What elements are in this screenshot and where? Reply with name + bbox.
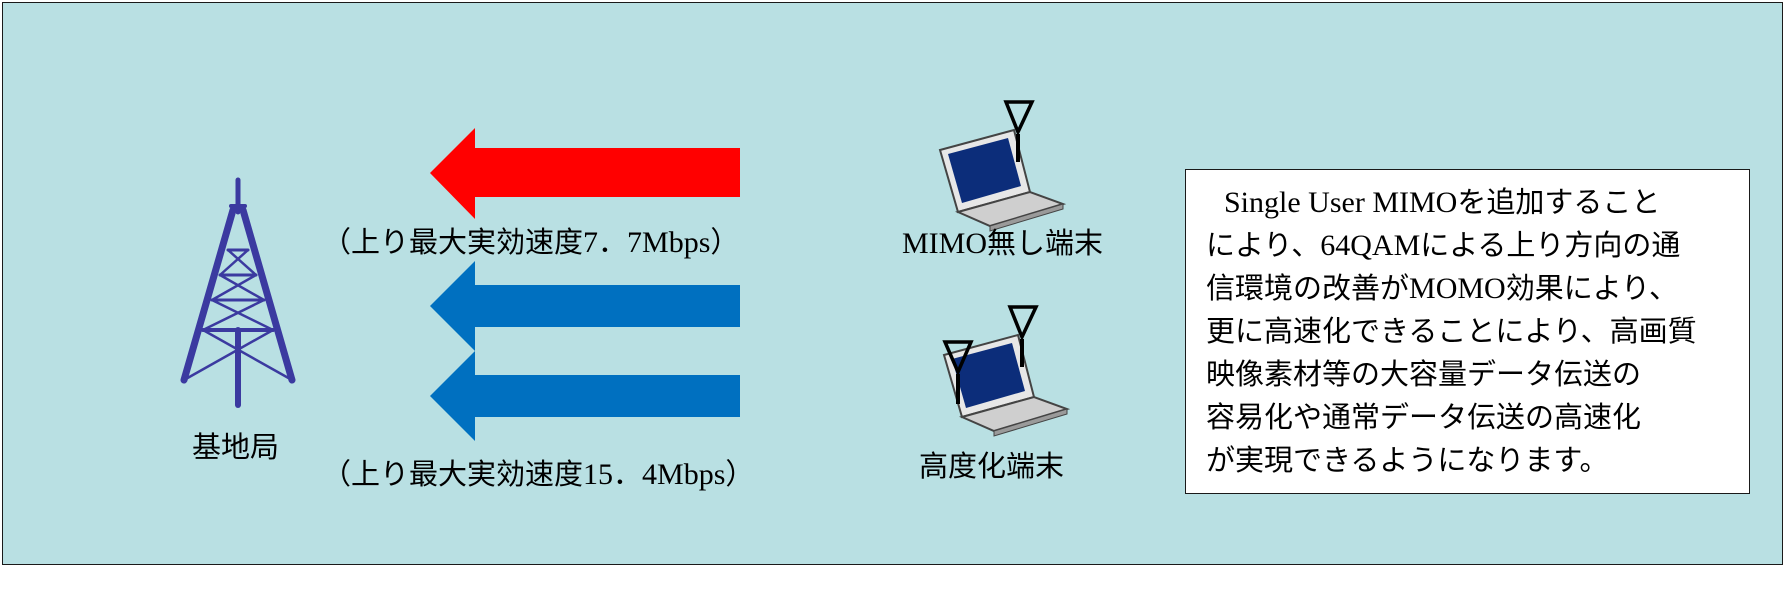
base-station-tower-icon <box>180 177 296 408</box>
note-line-6: 容易化や通常データ伝送の高速化 <box>1206 400 1642 434</box>
note-line-2: により、64QAMによる上り方向の通 <box>1206 228 1681 262</box>
note-line-3: 信環境の改善がMOMO効果により、 <box>1206 271 1678 305</box>
terminal-label-without-mimo: MIMO無し端末 <box>902 226 1104 260</box>
note-line-4: 更に高速化できることにより、高画質 <box>1206 314 1697 348</box>
advanced-laptop-terminal-icon <box>942 305 1071 437</box>
terminal-label-with-mimo: 高度化端末 <box>919 449 1065 483</box>
uplink-arrow-without-mimo <box>430 128 740 219</box>
uplink-arrow-mimo-2 <box>430 351 740 441</box>
note-line-5: 映像素材等の大容量データ伝送の <box>1206 357 1642 391</box>
speed-label-without-mimo: （上り最大実効速度7．7Mbps） <box>322 225 740 259</box>
description-note-box: Single User MIMOを追加すること により、64QAMによる上り方向… <box>1185 169 1750 494</box>
laptop-terminal-icon <box>938 100 1067 232</box>
speed-label-with-mimo: （上り最大実効速度15．4Mbps） <box>322 457 755 491</box>
note-line-7: が実現できるようになります。 <box>1206 443 1609 477</box>
base-station-label: 基地局 <box>192 430 280 464</box>
uplink-arrow-mimo-1 <box>430 261 740 351</box>
note-line-1: Single User MIMOを追加すること <box>1224 185 1661 219</box>
